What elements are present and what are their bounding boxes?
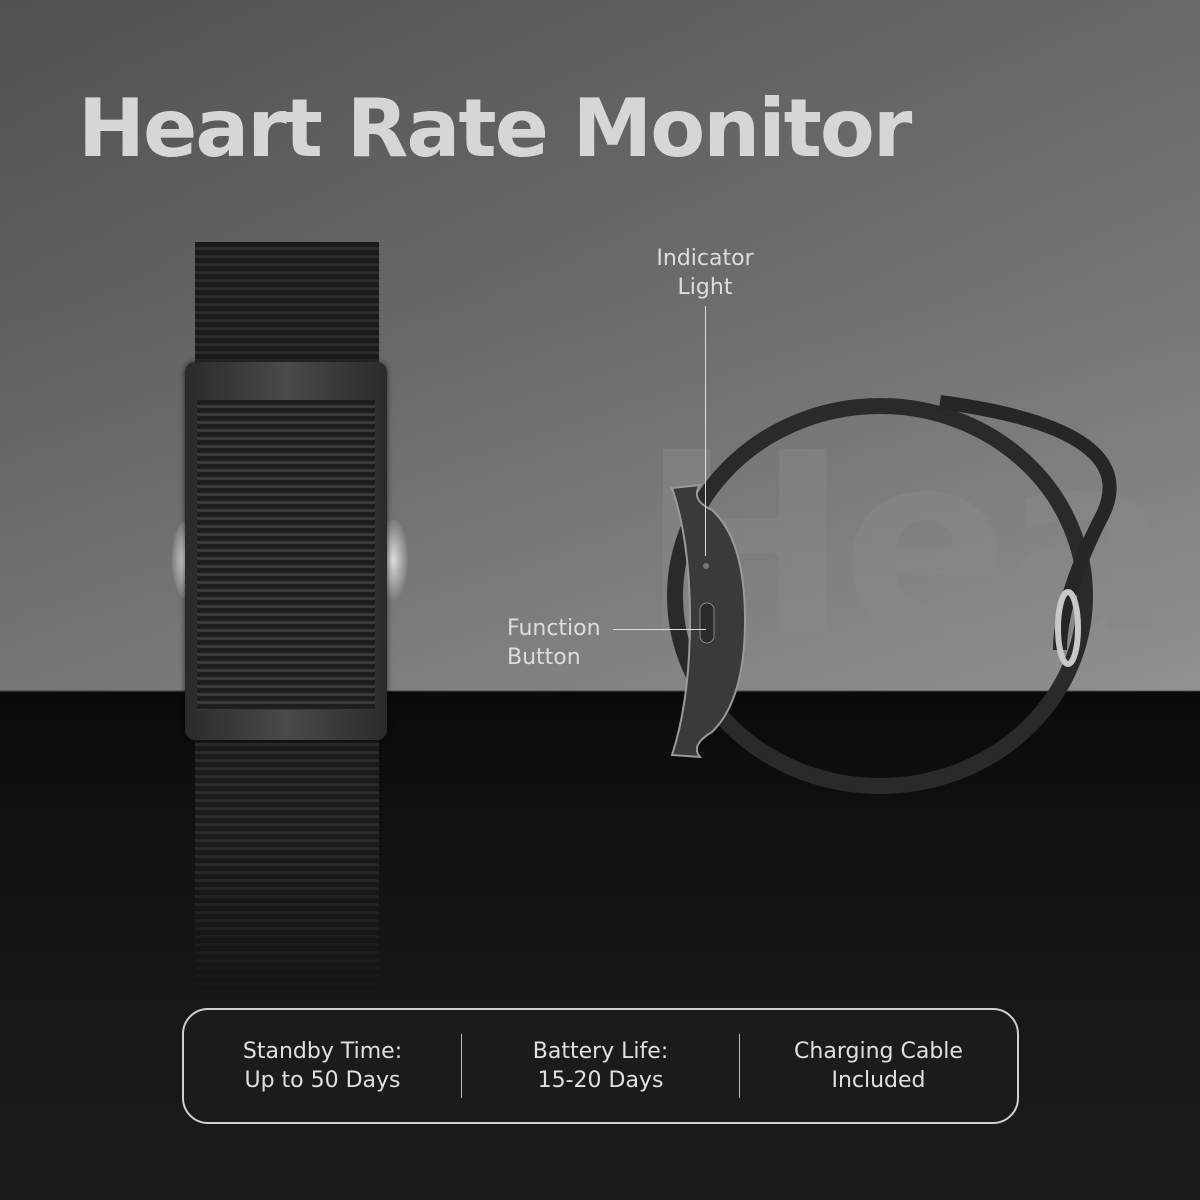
spec-label: Battery Life: (532, 1039, 669, 1064)
divider (461, 1034, 462, 1098)
specs-box: Standby Time: Up to 50 Days Battery Life:… (182, 1008, 1019, 1124)
strap-end (939, 395, 1117, 651)
spec-battery: Battery Life: 15-20 Days (462, 1037, 739, 1095)
strap-loop (667, 398, 1093, 794)
page-title: Heart Rate Monitor (78, 82, 912, 175)
spec-label: Charging Cable (794, 1039, 963, 1064)
function-label-line1: Function (507, 616, 601, 641)
strap-through-housing (197, 400, 375, 710)
sensor-housing (185, 362, 387, 740)
ring (1055, 589, 1081, 667)
indicator-label-line2: Light (677, 275, 733, 300)
spec-standby: Standby Time: Up to 50 Days (184, 1037, 461, 1095)
spec-value: Up to 50 Days (244, 1068, 401, 1093)
indicator-leader-line (705, 306, 706, 556)
spec-label: Standby Time: (242, 1039, 403, 1064)
spec-value: 15-20 Days (537, 1068, 664, 1093)
indicator-label-line1: Indicator (656, 246, 754, 271)
indicator-light-label: Indicator Light (650, 244, 760, 302)
function-button-shape (699, 602, 715, 644)
function-label-line2: Button (507, 645, 581, 670)
function-button-label: Function Button (507, 614, 601, 672)
function-leader-line (613, 629, 706, 630)
spec-value: Included (831, 1068, 926, 1093)
indicator-light-dot (703, 563, 709, 569)
divider (739, 1034, 740, 1098)
